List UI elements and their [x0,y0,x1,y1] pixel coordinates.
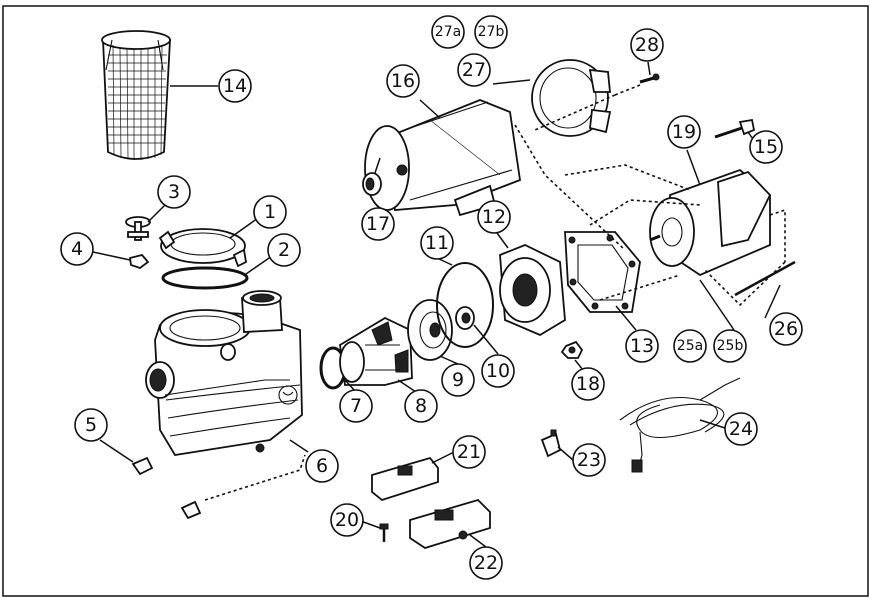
callout-4: 4 [60,232,94,266]
callout-25b: 25b [713,329,747,363]
svg-text:27b: 27b [478,24,505,40]
svg-text:2: 2 [278,239,290,261]
callout-22: 22 [469,546,503,580]
callout-15: 15 [749,130,783,164]
impeller [407,299,453,361]
cover-knob [125,216,151,241]
leader-lines [92,61,781,548]
callout-6: 6 [305,449,339,483]
svg-text:1: 1 [264,201,276,223]
svg-text:9: 9 [452,369,464,391]
callout-10: 10 [481,354,515,388]
callout-17: 17 [361,207,395,241]
callout-1: 1 [253,195,287,229]
motor [649,168,772,277]
callout-19: 19 [667,115,701,149]
foot-screw [379,523,389,542]
svg-text:20: 20 [335,509,359,531]
drain-plug-2 [180,500,202,520]
callout-23: 23 [572,443,606,477]
seal-plate [499,244,566,337]
callout-18: 18 [571,367,605,401]
callout-24: 24 [724,412,758,446]
motor-fitting [362,172,382,196]
motor-housing [364,99,521,217]
clamp-ring [531,59,612,137]
svg-text:5: 5 [85,414,97,436]
svg-text:28: 28 [635,34,659,56]
callout-28: 28 [630,28,664,62]
svg-text:4: 4 [71,238,83,260]
svg-text:26: 26 [774,318,798,340]
callout-13: 13 [625,329,659,363]
callout-27b: 27b [474,15,508,49]
callout-3: 3 [157,175,191,209]
callout-9: 9 [441,363,475,397]
svg-text:23: 23 [577,449,601,471]
svg-text:21: 21 [457,441,481,463]
svg-text:10: 10 [486,360,510,382]
diffuser [339,316,413,386]
strainer-lid [158,228,247,268]
callout-2: 2 [267,233,301,267]
svg-text:17: 17 [366,213,390,235]
svg-text:8: 8 [415,395,427,417]
knob-nut [128,253,150,270]
diagram-border [2,5,869,597]
motor-foot-front [371,456,439,502]
callout-21: 21 [452,435,486,469]
callout-8: 8 [404,389,438,423]
svg-text:19: 19 [672,121,696,143]
svg-text:27a: 27a [435,24,461,40]
svg-text:25a: 25a [677,338,703,354]
svg-text:7: 7 [350,395,362,417]
svg-text:16: 16 [391,70,415,92]
callout-27a: 27a [431,15,465,49]
power-switch [540,429,562,458]
callout-25a: 25a [673,329,707,363]
motor-adapter-plate [564,231,641,313]
callout-27: 27 [457,53,491,87]
strainer-basket [101,30,171,160]
callout-14: 14 [218,69,252,103]
callout-12: 12 [477,200,511,234]
hex-nut [560,340,584,359]
pump-housing [145,290,303,456]
svg-text:25b: 25b [717,338,744,354]
svg-text:27: 27 [462,59,486,81]
motor-foot-rear [409,498,491,549]
svg-text:13: 13 [630,335,654,357]
through-bolt [734,260,796,297]
svg-text:14: 14 [223,75,247,97]
callout-26: 26 [769,312,803,346]
motor-bolt [714,118,756,139]
callout-20: 20 [330,503,364,537]
shaft-seal [455,306,475,330]
svg-text:15: 15 [754,136,778,158]
drain-plug [131,456,154,476]
svg-text:6: 6 [316,455,328,477]
power-cord [619,377,741,473]
clamp-screw [639,73,660,84]
callout-7: 7 [339,389,373,423]
assembly-guide-lines [204,84,786,501]
seal-plate-o-ring [436,262,494,348]
callout-16: 16 [386,64,420,98]
svg-text:11: 11 [425,232,449,254]
lid-o-ring [161,266,249,290]
callout-11: 11 [420,226,454,260]
svg-text:18: 18 [576,373,600,395]
svg-text:12: 12 [482,206,506,228]
svg-text:24: 24 [729,418,753,440]
svg-text:22: 22 [474,552,498,574]
svg-text:3: 3 [168,181,180,203]
callout-5: 5 [74,408,108,442]
